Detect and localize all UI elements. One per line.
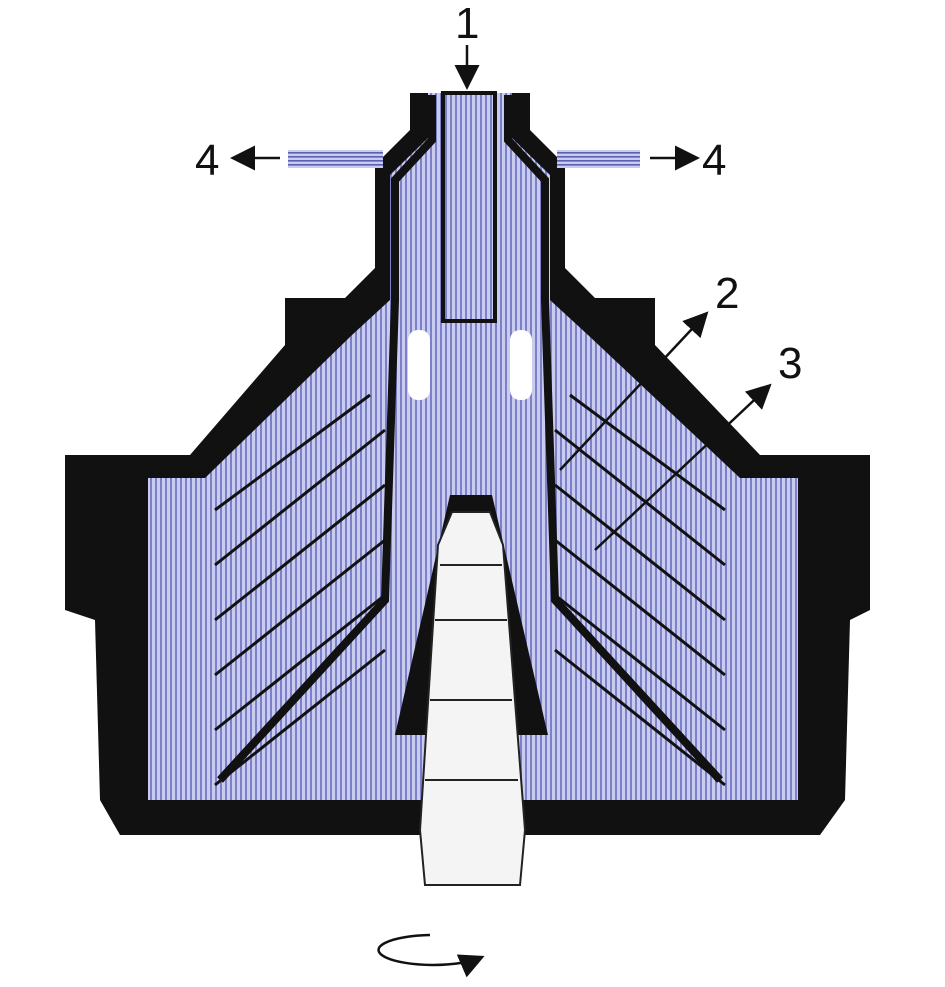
right-slot [510, 330, 532, 400]
rotation-arrow-icon [377, 933, 485, 978]
disc-stack-right [554, 393, 726, 787]
right-distributor-wall [504, 95, 723, 783]
left-outlet [288, 150, 383, 168]
left-distributor-wall [217, 95, 436, 783]
left-lip [300, 300, 335, 330]
leader-3 [594, 383, 772, 551]
leader-2 [559, 311, 709, 471]
label-3: 3 [778, 339, 802, 388]
right-outlet [557, 150, 640, 168]
spindle [418, 511, 527, 886]
label-4-right: 4 [702, 136, 726, 185]
label-2: 2 [715, 269, 739, 318]
label-1: 1 [455, 0, 479, 48]
disc-stack-left [214, 393, 386, 787]
inlet-tube [441, 91, 497, 323]
liquid-chamber [148, 93, 798, 800]
right-lip [605, 300, 640, 330]
left-slot [408, 330, 430, 400]
label-4-left: 4 [195, 136, 219, 185]
spindle-rings [425, 564, 518, 781]
